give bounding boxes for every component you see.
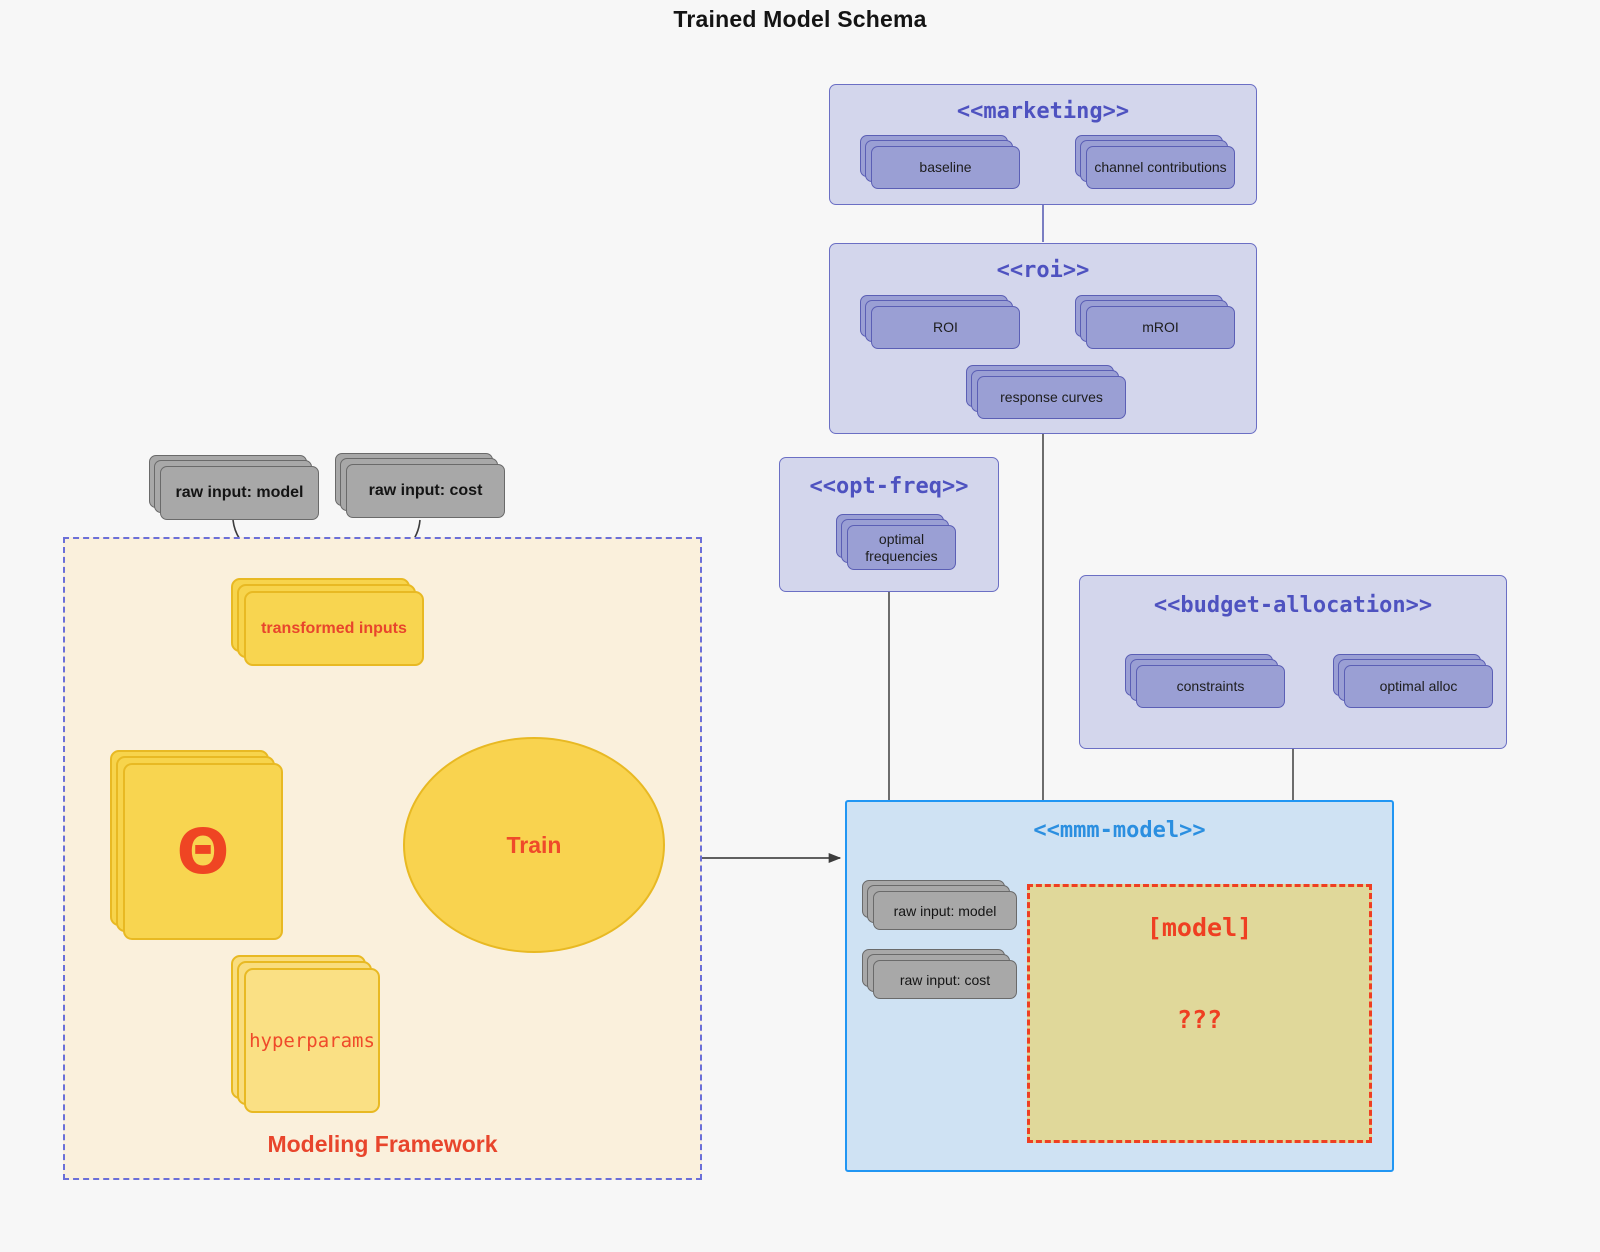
card-transformed-inputs[interactable]: transformed inputs bbox=[231, 578, 424, 666]
package-roi-title: <<roi>> bbox=[996, 258, 1090, 283]
package-budget-allocation-title: <<budget-allocation>> bbox=[1153, 593, 1433, 618]
note-channel-contributions-label: channel contributions bbox=[1086, 146, 1235, 189]
note-constraints-label: constraints bbox=[1136, 665, 1285, 708]
card-theta[interactable]: Θ bbox=[110, 750, 283, 940]
card-hyperparams-label: hyperparams bbox=[249, 1029, 375, 1052]
page-title: Trained Model Schema bbox=[673, 6, 927, 32]
note-optimal-alloc[interactable]: optimal alloc bbox=[1333, 654, 1493, 708]
card-transformed-inputs-face: transformed inputs bbox=[244, 591, 424, 666]
note-response-curves[interactable]: response curves bbox=[966, 365, 1126, 419]
note-roi[interactable]: ROI bbox=[860, 295, 1020, 349]
note-optimal-alloc-label: optimal alloc bbox=[1344, 665, 1493, 708]
note-raw-input-cost[interactable]: raw input: cost bbox=[335, 453, 505, 518]
note-optimal-frequencies-label: optimal frequencies bbox=[847, 525, 956, 570]
note-optimal-frequencies[interactable]: optimal frequencies bbox=[836, 514, 956, 570]
note-baseline[interactable]: baseline bbox=[860, 135, 1020, 189]
note-line-1: optimal bbox=[878, 530, 925, 547]
note-raw-input-cost-label: raw input: cost bbox=[346, 464, 505, 518]
note-mmm-raw-input-model[interactable]: raw input: model bbox=[862, 880, 1017, 930]
model-placeholder-name: [model] bbox=[1146, 913, 1253, 942]
theta-symbol: Θ bbox=[176, 814, 230, 888]
train-label: Train bbox=[506, 831, 562, 858]
note-mroi[interactable]: mROI bbox=[1075, 295, 1235, 349]
note-mmm-raw-input-cost-label: raw input: cost bbox=[873, 960, 1017, 999]
note-roi-label: ROI bbox=[871, 306, 1020, 349]
card-transformed-inputs-label: transformed inputs bbox=[261, 619, 407, 637]
package-opt-freq[interactable]: <<opt-freq>> optimal frequencies bbox=[779, 457, 999, 592]
note-channel-contributions[interactable]: channel contributions bbox=[1075, 135, 1235, 189]
note-response-curves-label: response curves bbox=[977, 376, 1126, 419]
note-raw-input-model[interactable]: raw input: model bbox=[149, 455, 319, 520]
model-placeholder-box[interactable]: [model] ??? bbox=[1027, 884, 1372, 1143]
model-placeholder-unknown: ??? bbox=[1176, 1005, 1223, 1034]
package-roi[interactable]: <<roi>> ROI mROI response curves bbox=[829, 243, 1257, 434]
card-hyperparams-face: hyperparams bbox=[244, 968, 380, 1113]
package-mmm-model-title: <<mmm-model>> bbox=[1033, 818, 1206, 843]
note-baseline-label: baseline bbox=[871, 146, 1020, 189]
package-marketing[interactable]: <<marketing>> baseline channel contribut… bbox=[829, 84, 1257, 205]
note-constraints[interactable]: constraints bbox=[1125, 654, 1285, 708]
package-budget-allocation[interactable]: <<budget-allocation>> constraints optima… bbox=[1079, 575, 1507, 749]
modeling-framework-label: Modeling Framework bbox=[267, 1131, 498, 1157]
package-opt-freq-title: <<opt-freq>> bbox=[809, 474, 969, 499]
note-line-2: frequencies bbox=[865, 547, 938, 564]
note-raw-input-model-label: raw input: model bbox=[160, 466, 319, 520]
package-mmm-model[interactable]: <<mmm-model>> raw input: model raw input… bbox=[845, 800, 1394, 1172]
note-mroi-label: mROI bbox=[1086, 306, 1235, 349]
train-activity-node[interactable]: Train bbox=[403, 737, 665, 953]
package-marketing-title: <<marketing>> bbox=[956, 99, 1130, 124]
note-mmm-raw-input-model-label: raw input: model bbox=[873, 891, 1017, 930]
note-mmm-raw-input-cost[interactable]: raw input: cost bbox=[862, 949, 1017, 999]
card-hyperparams[interactable]: hyperparams bbox=[231, 955, 380, 1113]
card-theta-face: Θ bbox=[123, 763, 283, 940]
